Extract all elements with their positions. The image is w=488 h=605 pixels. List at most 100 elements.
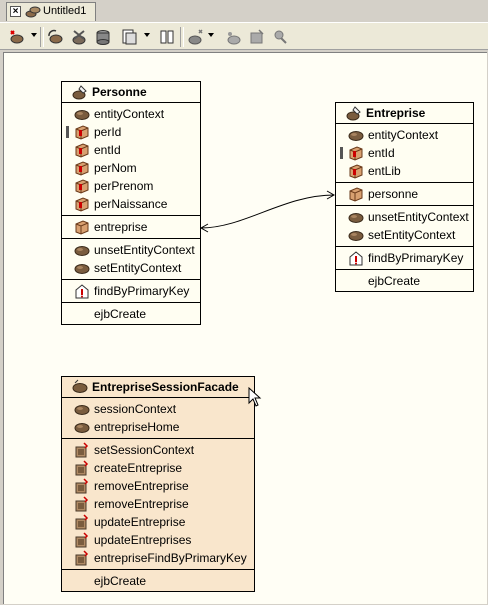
bean-header[interactable]: Personne bbox=[62, 82, 200, 103]
field-row[interactable]: perNom bbox=[62, 159, 200, 177]
member-label: removeEntreprise bbox=[94, 479, 189, 493]
field-row[interactable]: entLib bbox=[336, 162, 473, 180]
member-label: updateEntreprises bbox=[94, 533, 192, 547]
cmr-field-icon bbox=[74, 219, 90, 235]
member-label: removeEntreprise bbox=[94, 497, 189, 511]
member-label: perId bbox=[94, 125, 122, 139]
method-row[interactable]: unsetEntityContext bbox=[62, 241, 200, 259]
method-row[interactable]: setEntityContext bbox=[62, 259, 200, 277]
bizmethod-row[interactable]: updateEntreprises bbox=[62, 531, 254, 549]
columns-icon[interactable] bbox=[158, 28, 176, 46]
business-method-icon bbox=[74, 532, 90, 548]
create-method-row[interactable]: ejbCreate bbox=[62, 305, 200, 323]
member-label: setSessionContext bbox=[94, 443, 195, 457]
database-icon[interactable] bbox=[94, 28, 112, 46]
member-label: ejbCreate bbox=[94, 307, 147, 321]
tools-icon[interactable] bbox=[70, 28, 88, 46]
business-method-icon bbox=[74, 514, 90, 530]
bean-icon bbox=[348, 209, 364, 225]
bizmethod-row[interactable]: createEntreprise bbox=[62, 459, 254, 477]
field-row[interactable]: entityContext bbox=[62, 105, 200, 123]
finder-row[interactable]: findByPrimaryKey bbox=[336, 249, 473, 267]
field-row[interactable]: sessionContext bbox=[62, 400, 254, 418]
member-label: perNom bbox=[94, 161, 137, 175]
refresh-bean-icon[interactable] bbox=[46, 28, 64, 46]
bean-new-icon[interactable] bbox=[8, 28, 26, 46]
cmp-field-icon bbox=[74, 142, 90, 158]
method-row[interactable]: unsetEntityContext bbox=[336, 208, 473, 226]
create-method-row[interactable]: ejbCreate bbox=[336, 272, 473, 290]
creates-section: ejbCreate bbox=[62, 570, 254, 592]
bean-icon bbox=[348, 227, 364, 243]
bean-icon bbox=[74, 260, 90, 276]
member-label: personne bbox=[368, 187, 419, 201]
bizmethod-row[interactable]: updateEntreprise bbox=[62, 513, 254, 531]
member-label: ejbCreate bbox=[94, 574, 147, 588]
diagram-canvas[interactable]: Personne entityContext perId entId perNom pe… bbox=[3, 52, 487, 604]
chevron-down-icon[interactable] bbox=[31, 33, 37, 37]
tab-untitled1[interactable]: × Untitled1 bbox=[6, 2, 96, 21]
relation-row[interactable]: entreprise bbox=[62, 218, 200, 236]
bean-gray-icon[interactable] bbox=[224, 28, 242, 46]
package-gray-icon[interactable] bbox=[248, 28, 266, 46]
creates-section: ejbCreate bbox=[336, 270, 473, 292]
cmr-field-icon bbox=[348, 186, 364, 202]
field-row[interactable]: perPrenom bbox=[62, 177, 200, 195]
entity-bean-icon bbox=[346, 105, 362, 121]
bizmethod-row[interactable]: entrepriseFindByPrimaryKey bbox=[62, 549, 254, 567]
finder-row[interactable]: findByPrimaryKey bbox=[62, 282, 200, 300]
bean-header[interactable]: EntrepriseSessionFacade bbox=[62, 377, 254, 398]
entity-bean-icon bbox=[72, 84, 88, 100]
bean-title: EntrepriseSessionFacade bbox=[92, 380, 239, 394]
cmp-field-icon bbox=[348, 163, 364, 179]
toolbar bbox=[0, 22, 488, 50]
member-label: sessionContext bbox=[94, 402, 177, 416]
member-label: setEntityContext bbox=[94, 261, 182, 275]
finder-icon bbox=[348, 250, 364, 266]
relation-row[interactable]: personne bbox=[336, 185, 473, 203]
member-label: findByPrimaryKey bbox=[368, 251, 464, 265]
finders-section: findByPrimaryKey bbox=[62, 280, 200, 303]
member-label: entityContext bbox=[368, 128, 439, 142]
bizmethod-row[interactable]: setSessionContext bbox=[62, 441, 254, 459]
field-row[interactable]: entId bbox=[62, 141, 200, 159]
field-row[interactable]: entityContext bbox=[336, 126, 473, 144]
field-row[interactable]: perNaissance bbox=[62, 195, 200, 213]
field-row[interactable]: entId bbox=[336, 144, 473, 162]
business-method-icon bbox=[74, 460, 90, 476]
member-label: entreprise bbox=[94, 220, 148, 234]
member-label: entId bbox=[368, 146, 395, 160]
create-method-row[interactable]: ejbCreate bbox=[62, 572, 254, 590]
fields-section: entityContext perId entId perNom perPrenom pe… bbox=[62, 103, 200, 216]
field-row[interactable]: entrepriseHome bbox=[62, 418, 254, 436]
bean-title: Entreprise bbox=[366, 106, 426, 120]
methods-section: unsetEntityContext setEntityContext bbox=[62, 239, 200, 280]
mouse-cursor-icon bbox=[248, 387, 262, 407]
session-bean-icon bbox=[72, 379, 88, 395]
primary-key-marker-icon bbox=[340, 147, 343, 159]
relationship-link[interactable] bbox=[4, 53, 488, 605]
relations-section: entreprise bbox=[62, 216, 200, 239]
member-label: entId bbox=[94, 143, 121, 157]
member-label: updateEntreprise bbox=[94, 515, 186, 529]
chevron-down-icon[interactable] bbox=[208, 33, 214, 37]
member-label: ejbCreate bbox=[368, 274, 421, 288]
document-icon[interactable] bbox=[120, 28, 138, 46]
entity-bean-personne[interactable]: Personne entityContext perId entId perNom pe… bbox=[61, 81, 201, 325]
member-label: perNaissance bbox=[94, 197, 168, 211]
creates-section: ejbCreate bbox=[62, 303, 200, 325]
method-row[interactable]: setEntityContext bbox=[336, 226, 473, 244]
bizmethod-row[interactable]: removeEntreprise bbox=[62, 477, 254, 495]
session-bean-entreprise-session-facade[interactable]: EntrepriseSessionFacade sessionContext en… bbox=[61, 376, 255, 592]
chevron-down-icon[interactable] bbox=[144, 33, 150, 37]
wizard-icon[interactable] bbox=[187, 28, 205, 46]
key-gray-icon[interactable] bbox=[272, 28, 290, 46]
tab-label: Untitled1 bbox=[43, 5, 87, 17]
close-icon[interactable]: × bbox=[10, 6, 21, 17]
field-row[interactable]: perId bbox=[62, 123, 200, 141]
entity-bean-entreprise[interactable]: Entreprise entityContext entId entLib pers… bbox=[335, 102, 474, 292]
bean-icon bbox=[74, 401, 90, 417]
bizmethod-row[interactable]: removeEntreprise bbox=[62, 495, 254, 513]
bean-header[interactable]: Entreprise bbox=[336, 103, 473, 124]
